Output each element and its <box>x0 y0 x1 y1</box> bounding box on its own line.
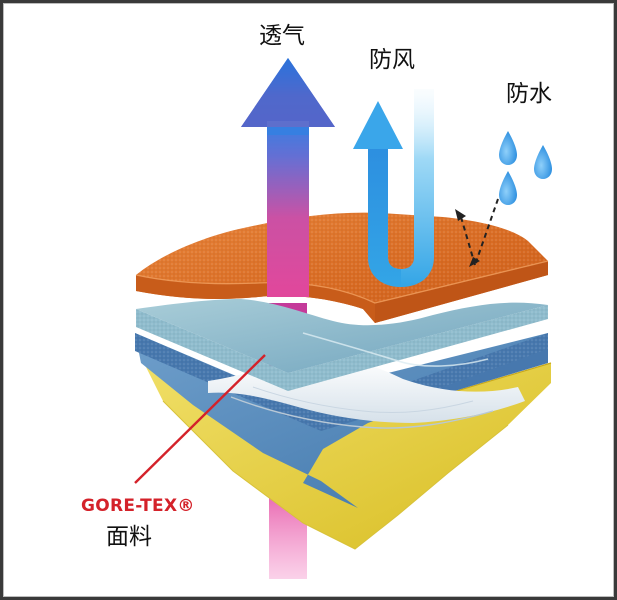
outer-fabric-layer <box>135 212 549 323</box>
fabric-label: 面料 <box>106 524 152 550</box>
callout-line <box>134 354 266 484</box>
water-bounce-arrow <box>455 198 499 267</box>
water-drop-icon <box>534 145 552 179</box>
windproof-label: 防风 <box>369 47 415 73</box>
breathable-arrow <box>241 58 335 297</box>
water-drop-icon <box>499 131 517 165</box>
water-drop-icon <box>499 171 517 205</box>
wind-arrow <box>353 89 434 287</box>
middle-fabric-layer <box>136 299 548 391</box>
fabric-layers-diagram <box>134 58 552 579</box>
waterproof-label: 防水 <box>506 81 552 107</box>
breathable-label: 透气 <box>259 23 305 49</box>
brand-label: GORE-TEX® <box>81 496 195 516</box>
water-drops <box>499 131 552 205</box>
